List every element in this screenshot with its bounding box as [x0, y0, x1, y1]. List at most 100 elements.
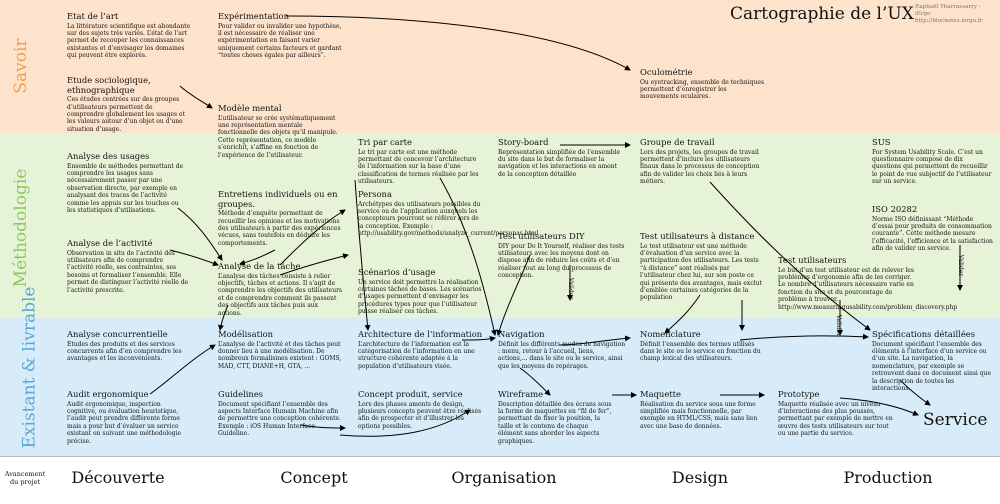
phase-decouverte: Découverte — [71, 468, 165, 487]
node-title: SUS — [872, 137, 891, 147]
node-desc: Le tri par carte est une méthode permett… — [358, 148, 479, 186]
node-analyse-tache[interactable]: Analyse de la tâche L’analyse des tâches… — [218, 261, 343, 317]
node-title: Modélisation — [218, 329, 274, 339]
valider-label: Valider — [957, 254, 965, 277]
link-usages-tache — [177, 207, 223, 261]
node-desc: Lors des phases amonts de design, plusie… — [358, 400, 482, 430]
node-desc: Description détaillée des écrans sous la… — [498, 400, 612, 445]
node-tri-carte[interactable]: Tri par carte Le tri par carte est une m… — [358, 137, 483, 186]
node-title: Nomenclature — [640, 329, 701, 339]
node-audit-ergonomique[interactable]: Audit ergonomique Audit ergonomique, ins… — [67, 389, 189, 445]
node-title: Groupe de travail — [640, 137, 715, 147]
node-desc: Méthode d’enquête permettant de recueill… — [218, 210, 341, 247]
node-analyse-activite[interactable]: Analyse de l’activité Observation in sit… — [67, 238, 189, 294]
node-oculometrie[interactable]: Oculométrie Ou eyetracking, ensemble de … — [640, 67, 765, 101]
node-title: Analyse de l’activité — [67, 238, 153, 248]
node-etat-art[interactable]: Etat de l’art La littérature scientifiqu… — [67, 11, 193, 60]
link-tri-architecture — [354, 179, 371, 331]
author-url[interactable]: http://blocnotes.iergo.fr — [915, 18, 983, 24]
link-concept-wireframe — [339, 409, 471, 437]
node-analyse-usages[interactable]: Analyse des usages Ensemble de méthodes … — [67, 151, 189, 215]
link-socio-modele — [179, 85, 213, 109]
node-desc: Document spécifiant l’ensemble des éléme… — [872, 340, 992, 393]
page-title: Cartographie de l’UX — [730, 4, 914, 24]
node-nomenclature[interactable]: Nomenclature Définit l’ensemble des term… — [640, 329, 765, 363]
node-desc: Définit les différents modes de navigati… — [498, 340, 626, 370]
phase-production: Production — [843, 468, 933, 487]
node-desc: Un service doit permettre la réalisation… — [358, 278, 482, 316]
node-desc: Ces études centrées sur des groupes d’ut… — [67, 96, 185, 133]
node-title: Scénarios d’usage — [358, 267, 436, 277]
author-name: Raphaël Yharrassarry - iErgo — [915, 4, 981, 17]
node-title: Modèle mental — [218, 103, 282, 113]
band-savoir — [0, 0, 1000, 133]
node-title: Analyse de la tâche — [218, 261, 301, 271]
node-title: Navigation — [498, 329, 545, 339]
node-title: Architecture de l’information — [358, 329, 483, 339]
band-methodologie — [0, 133, 1000, 318]
node-experimentation[interactable]: Expérimentation Pour valider ou invalide… — [218, 11, 343, 60]
node-title: Oculométrie — [640, 67, 693, 77]
node-desc: Réalisation du service sous une forme si… — [640, 400, 758, 430]
node-desc: Etudes des produits et des services conc… — [67, 340, 182, 363]
node-title: Etat de l’art — [67, 11, 119, 21]
node-test-diy[interactable]: Test utilisateurs DIY DIY pour Do It You… — [498, 231, 626, 280]
node-specifications[interactable]: Spécifications détaillées Document spéci… — [872, 329, 994, 393]
node-iso-20282[interactable]: ISO 20282 Norme ISO définissant “Méthode… — [872, 204, 994, 253]
node-analyse-concurrentielle[interactable]: Analyse concurrentielle Etudes des produ… — [67, 329, 189, 363]
link-tache-scenarios — [279, 253, 349, 276]
link-tache-modelisation — [218, 304, 229, 331]
node-desc: Le test utilisateur est une méthode d’év… — [640, 242, 762, 302]
node-sus[interactable]: SUS For System Usability Scale. C’est un… — [872, 137, 994, 186]
node-prototype[interactable]: Prototype Maquette réalisée avec un nive… — [778, 389, 896, 438]
link-tache-persona — [279, 209, 346, 266]
node-title: Test utilisateurs DIY — [498, 231, 585, 241]
link-nomenclature-specs — [739, 333, 869, 341]
node-concept-produit[interactable]: Concept produit, service Lors des phases… — [358, 389, 483, 430]
node-desc: Représentation simplifiée de l’ensemble … — [498, 148, 621, 178]
node-modele-mental[interactable]: Modèle mental L’utilisateur se crée syst… — [218, 103, 343, 159]
link-audit-modelisation — [149, 344, 216, 395]
node-desc: Maquette réalisée avec un niveau d’inter… — [778, 400, 893, 438]
link-entretiens-tache — [239, 249, 276, 266]
link-tri-navigation — [439, 177, 497, 336]
node-title: Spécifications détaillées — [872, 329, 976, 339]
node-desc: Document spécifiant l’ensemble des aspec… — [218, 400, 341, 438]
node-entretiens[interactable]: Entretiens individuels ou en groupes. Mé… — [218, 189, 343, 247]
node-title: Audit ergonomique — [67, 389, 149, 399]
node-title: ISO 20282 — [872, 204, 918, 214]
node-desc: For System Usability Scale. C’est un que… — [872, 148, 992, 186]
node-groupe-travail[interactable]: Groupe de travail Lors des projets, les … — [640, 137, 765, 186]
node-title: Entretiens individuels ou en groupes. — [218, 189, 338, 209]
node-test-utilisateurs[interactable]: Test utilisateurs Le but d’un test utili… — [778, 255, 957, 311]
valider-label: Valider — [835, 314, 843, 337]
node-persona[interactable]: Persona Archétypes des utilisateurs poss… — [358, 189, 539, 238]
node-desc: L’utilisateur se crée systématiquement u… — [218, 114, 338, 159]
service-label: Service — [923, 410, 988, 430]
node-architecture-information[interactable]: Architecture de l’information L’architec… — [358, 329, 486, 370]
node-desc: La littérature scientifique est abondant… — [67, 22, 191, 60]
node-title: Wireframe — [498, 389, 544, 399]
footer-label: Avancement du projet — [4, 470, 46, 486]
node-storyboard[interactable]: Story-board Représentation simplifiée de… — [498, 137, 626, 178]
node-title: Tri par carte — [358, 137, 412, 147]
node-guidelines[interactable]: Guidelines Document spécifiant l’ensembl… — [218, 389, 343, 438]
node-etude-socio[interactable]: Etude sociologique, ethnographique Ces é… — [67, 75, 187, 133]
node-title: Persona — [358, 189, 392, 199]
node-wireframe[interactable]: Wireframe Description détaillée des écra… — [498, 389, 613, 445]
link-navigation-nomenclature — [559, 335, 631, 346]
node-maquette[interactable]: Maquette Réalisation du service sous une… — [640, 389, 758, 430]
node-title: Etude sociologique, ethnographique — [67, 75, 151, 95]
node-navigation[interactable]: Navigation Définit les différents modes … — [498, 329, 626, 370]
link-specs-service — [899, 379, 931, 406]
node-modelisation[interactable]: Modélisation L’analyse de l’activité et … — [218, 329, 343, 370]
node-title: Concept produit, service — [358, 389, 463, 399]
node-test-distance[interactable]: Test utilisateurs à distance Le test uti… — [640, 231, 765, 302]
node-desc: L’analyse de l’activité et des tâches pe… — [218, 340, 342, 370]
valider-label: Valider — [567, 277, 575, 300]
node-scenarios[interactable]: Scénarios d’usage Un service doit permet… — [358, 267, 483, 316]
band-existant — [0, 318, 1000, 456]
node-desc: Ensemble de méthodes permettant de compr… — [67, 162, 184, 215]
node-desc: Définit l’ensemble des termes utilisés d… — [640, 340, 761, 363]
